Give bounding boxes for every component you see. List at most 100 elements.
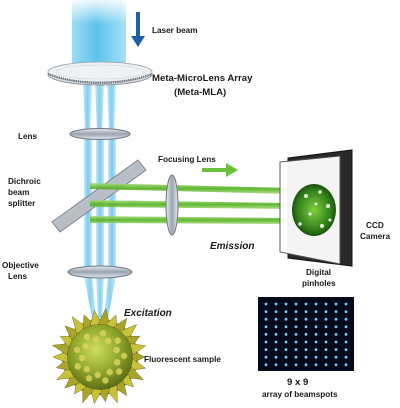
beamspot [284, 363, 288, 367]
sample-spike [105, 337, 112, 345]
beamspot [284, 348, 288, 351]
beamspot [284, 325, 288, 329]
beamspot [314, 348, 318, 351]
beamspot [314, 310, 318, 313]
beamspot [294, 348, 298, 351]
sample-spike [94, 371, 101, 379]
beamspot [284, 310, 288, 313]
label-array-line2: array of beamspots [262, 390, 338, 399]
label-pinholes-line1: Digital [306, 268, 331, 277]
label-laser-beam: Laser beam [152, 26, 198, 35]
beamspot [264, 325, 268, 329]
beamspot [264, 310, 268, 313]
beamspot [314, 317, 318, 321]
sample-spike [105, 314, 118, 330]
beamspot [324, 310, 328, 313]
sample-spike [51, 343, 71, 356]
label-array-line1: 9 x 9 [287, 377, 308, 388]
beamspot [324, 302, 328, 306]
beamspot [324, 325, 328, 329]
sample-spike [115, 368, 123, 375]
label-emission: Emission [210, 241, 254, 252]
beamspot [344, 325, 348, 329]
beamspot [314, 333, 318, 336]
beamspot [264, 317, 268, 321]
sample-spike [114, 337, 121, 344]
beamspot [274, 363, 278, 367]
label-ccd-line1: CCD [366, 221, 384, 230]
beamspot [264, 348, 268, 351]
sample-spike [92, 336, 100, 343]
beamspot [294, 333, 298, 336]
dichroic-beam-splitter [51, 159, 147, 233]
beamspot [314, 355, 318, 359]
fluorescent-sample [51, 307, 147, 405]
beamspot [334, 340, 338, 344]
beamspot [314, 340, 318, 344]
label-focusing-lens: Focusing Lens [158, 155, 216, 164]
label-dichroic-line1: Dichroic [8, 177, 41, 186]
beamspot-array [258, 297, 354, 371]
laser-direction-arrow [131, 12, 145, 47]
beamspot [274, 348, 278, 351]
label-objective-line1: Objective [2, 261, 39, 270]
emission-beams [90, 183, 290, 224]
sample-spike [106, 368, 113, 376]
beamspot [274, 355, 278, 359]
sample-spike [129, 358, 147, 371]
beamspot [324, 317, 328, 321]
beamspot [304, 325, 308, 329]
label-lens: Lens [18, 132, 38, 141]
label-pinholes-line2: pinholes [302, 279, 336, 288]
beamspot [304, 348, 308, 351]
beamspot [344, 348, 348, 351]
label-mla-line1: Meta-MicroLens Array [152, 73, 253, 84]
beamspot [344, 302, 348, 306]
sample-spike [113, 359, 121, 366]
beamspot [314, 302, 318, 306]
beamspot [274, 310, 278, 313]
digital-pinholes-panel [279, 155, 341, 265]
beamspot [324, 348, 328, 351]
sample-spike [82, 384, 95, 404]
beamspot [294, 340, 298, 344]
beamspot [324, 355, 328, 359]
laser-beam [72, 0, 126, 68]
beamspot [304, 333, 308, 336]
beamspot [264, 340, 268, 344]
lens [69, 128, 131, 140]
beamspot [324, 333, 328, 336]
beamspot [344, 363, 348, 367]
sample-spike [82, 342, 89, 350]
beamspot [264, 333, 268, 336]
beamspot [294, 363, 298, 367]
label-objective-line2: Lens [8, 272, 28, 281]
sample-spike [64, 373, 80, 389]
beamspot [334, 355, 338, 359]
emission-direction-arrow [202, 163, 238, 177]
beamspot [274, 333, 278, 336]
beamspot [284, 333, 288, 336]
label-excitation: Excitation [124, 308, 172, 319]
beamspot [324, 340, 328, 344]
sample-spike [78, 354, 86, 362]
beamspot [334, 325, 338, 329]
beamspot [294, 302, 298, 306]
beamspot [304, 302, 308, 306]
beamspot [334, 310, 338, 313]
beamspot [344, 355, 348, 359]
beamspot [294, 310, 298, 313]
beamspot [304, 355, 308, 359]
sample-spike [74, 363, 82, 370]
sample-spike [120, 352, 128, 360]
beamspot [334, 348, 338, 351]
beamspot [294, 355, 298, 359]
beamspot [264, 302, 268, 306]
beamspot [314, 325, 318, 329]
beamspot [324, 363, 328, 367]
sample-spike [64, 325, 80, 341]
beamspot [284, 340, 288, 344]
label-dichroic-line3: splitter [8, 199, 36, 208]
sample-spike [73, 346, 81, 354]
